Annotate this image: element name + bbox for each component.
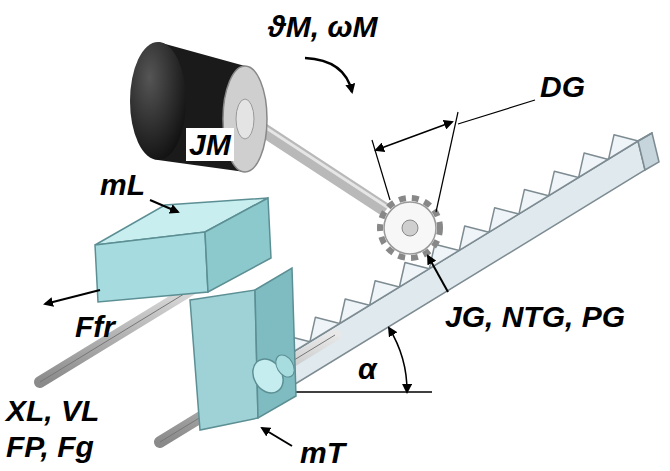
mass-arrow (262, 428, 292, 446)
inertia-label: JM (186, 128, 234, 161)
rotation-arrow (305, 58, 352, 92)
motor (130, 42, 410, 226)
diameter-label: DG (540, 70, 585, 103)
force-label: Ffr (75, 310, 115, 343)
angle-marking (287, 328, 432, 392)
mass-label: mL (100, 168, 145, 201)
load-block (95, 198, 271, 302)
force-label: FP, Fg (6, 430, 94, 463)
pinion-arrow (428, 256, 448, 292)
angle-label: α (358, 352, 377, 385)
mass-arrow (150, 200, 178, 212)
pinion-gear (380, 198, 440, 258)
diameter-dimension (372, 100, 535, 212)
gear-parameters-label: JG, NTG, PG (445, 300, 625, 333)
mass-label: mT (300, 436, 345, 469)
motor-angle-label: ϑM, ωM (268, 10, 377, 43)
friction-arrow (45, 290, 100, 304)
position-label: XL, VL (6, 394, 99, 427)
